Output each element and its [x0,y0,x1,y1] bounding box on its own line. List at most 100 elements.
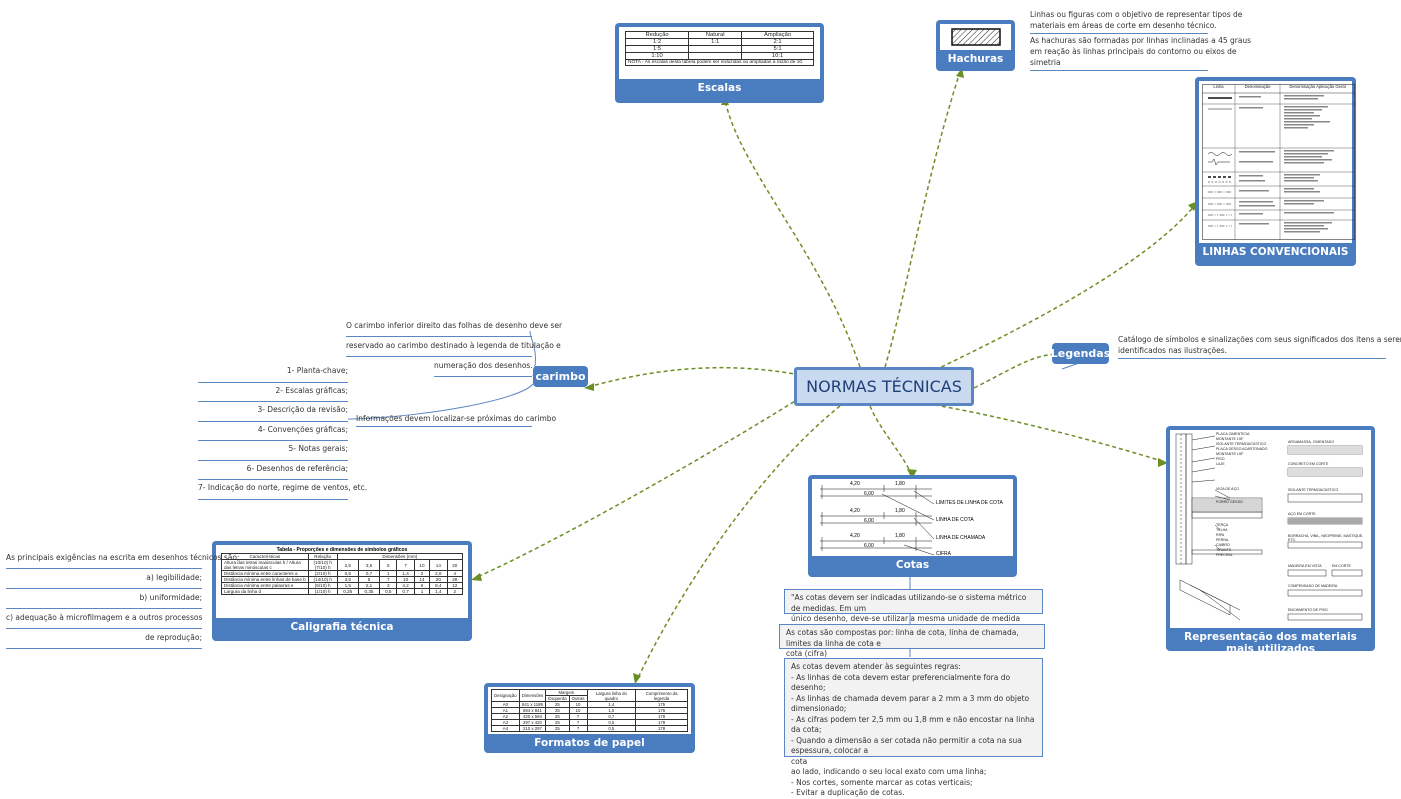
list-item: 6- Desenhos de referência; [198,461,348,480]
caligrafia-requirements: As principais exigências na escrita em d… [6,549,239,649]
table-cell: 3,5 [357,559,381,571]
escalas-caption: Escalas [697,82,742,94]
link-materiais [934,404,1166,463]
hachuras-caption: Hachuras [947,53,1004,65]
table-cell: (1/10) h [307,588,338,595]
central-topic[interactable]: NORMAS TÉCNICAS [794,367,974,406]
dim-value: 1,80 [895,508,905,514]
table-cell: 20 [446,559,464,571]
central-title: NORMAS TÉCNICAS [806,377,962,396]
material-label: PLACA GESSO ACARTONADO [1216,447,1268,451]
link-caligrafia [474,397,801,579]
link-hachuras [884,71,961,368]
list-item: de reprodução; [6,629,202,649]
cotas-label: CIFRA [936,551,951,557]
cotas-image: 4,20 1,80 6,00 4,20 1,80 6,00 4,20 1,80 … [812,479,1013,557]
table-cell: 1,4 [429,588,448,595]
cotas-note-1: "As cotas devem ser indicadas utilizando… [784,589,1043,623]
text-line: - Quando a dimensão a ser cotada não per… [791,735,1022,756]
legendas-label: Legendas [1050,347,1111,360]
material-label: ARGAMASSA, CIMENTADO [1288,440,1335,444]
legendas-node[interactable]: Legendas [1050,343,1111,364]
table-cell: Distância mínima entre linhas de base b [221,576,309,583]
carimbo-node[interactable]: carimbo [533,366,588,387]
text-line: O carimbo inferior direito das folhas de… [346,317,562,337]
cotas-note-3: As cotas devem atender às seguintes regr… [784,658,1043,797]
list-item: a) legibilidade; [6,569,202,589]
material-label: CAIBRO [1216,543,1230,547]
carimbo-label: carimbo [535,370,586,383]
table-header: Denominação [1244,84,1271,89]
table-title: Tabela - Proporções e dimensões de símbo… [276,547,408,553]
table-cell: 841 x 1189 [518,701,547,708]
text-line: ao lado, indicando o seu local exato com… [791,767,987,776]
materiais-image: PLACA CIMENTÍCIA MONTANTE LSF ISOLANTE T… [1170,430,1371,628]
table-cell: 420 x 594 [518,713,547,720]
hachuras-text-1: Linhas ou figuras com o objetivo de repr… [1030,9,1242,34]
materiais-card[interactable]: PLACA CIMENTÍCIA MONTANTE LSF ISOLANTE T… [1166,426,1375,655]
table-cell: 1:5 [624,45,690,53]
link-cotas [869,405,913,476]
cotas-label: LIMITES DE LINHA DE COTA [936,500,1003,506]
material-label: ISOLANTE TERMOACÚSTICO [1216,442,1267,446]
cotas-drawing [820,485,935,556]
link-carimbo [587,366,801,388]
material-label: COMPENSADO DE MADEIRA [1288,584,1338,588]
text-line: - As cifras podem ter 2,5 mm ou 1,8 mm e… [791,714,1035,735]
table-row: Altura das letras maiúsculas h / Altura … [221,559,464,571]
table-cell: 0,7 [396,588,415,595]
link-formatos [636,405,841,681]
table-cell: 7 [396,559,415,571]
material-label: TELHA [1216,528,1228,532]
material-label: MONTANTE LSF [1216,437,1244,441]
material-label: FRECHAL [1216,553,1233,557]
caligrafia-table-image: Tabela - Proporções e dimensões de símbo… [216,545,468,618]
text-line: materiais em áreas de corte em desenho t… [1030,21,1217,30]
cotas-card[interactable]: 4,20 1,80 6,00 4,20 1,80 6,00 4,20 1,80 … [808,475,1017,577]
material-label: MONTANTE LSF [1216,452,1244,456]
link-escalas [724,99,861,368]
table-header: Dimensões [518,689,547,702]
list-item: 3- Descrição da revisão; [198,402,348,422]
table-header: Outras [568,695,588,702]
table-cell: (10/10) h (7/10) h [307,559,338,571]
table-cell: 10 [413,559,431,571]
material-label: PERNA [1216,538,1229,542]
table-cell: 0,35 [357,588,381,595]
hachuras-text-2: As hachuras são formadas por linhas incl… [1030,35,1251,71]
table-header: Esquerda [545,695,570,702]
formatos-table-image: Designação Dimensões Margem Largura linh… [488,687,691,734]
formatos-table: Designação Dimensões Margem Largura linh… [491,689,688,732]
cotas-note-2: As cotas são compostas por: linha de cot… [779,624,1045,658]
table-cell: 10:1 [741,52,814,60]
table-cell: 2:1 [741,38,814,46]
materiais-left-labels: PLACA CIMENTÍCIA MONTANTE LSF ISOLANTE T… [1216,432,1276,558]
caligrafia-table: Características Relação Dimensões (mm) A… [221,553,464,595]
material-label: VIGA DE AÇO [1216,487,1239,491]
table-cell [688,45,743,53]
material-label: ENCHIMENTO DE PISO [1288,608,1328,612]
list-item: 4- Convenções gráficas; [198,422,348,441]
table-row: Distância mínima entre linhas de base b(… [221,576,464,583]
material-label: PISO [1216,457,1225,461]
table-header: Largura linha do quadro [586,689,637,702]
text-line: reservado ao carimbo destinado à legenda… [346,337,561,357]
formatos-card[interactable]: Designação Dimensões Margem Largura linh… [484,683,695,753]
table-cell: 594 x 841 [518,707,547,714]
table-header: Designação [491,689,520,702]
text-line: cota (cifra) [786,649,828,658]
caligrafia-card[interactable]: Tabela - Proporções e dimensões de símbo… [212,541,472,641]
linhas-card[interactable]: Linha Denominação Denominação Aplicação … [1195,77,1356,266]
text-line: cota [791,756,808,766]
hachuras-card[interactable]: Hachuras [936,20,1015,71]
table-header: Linha [1213,84,1224,89]
connector-lines [348,68,1198,684]
list-item: 2- Escalas gráficas; [198,383,348,402]
table-note: NOTA - As escalas desta tabela podem ser… [625,59,814,66]
table-cell: 297 x 420 [518,719,547,726]
material-label: FORRO GESSO [1216,500,1243,504]
carimbo-desc: O carimbo inferior direito das folhas de… [346,317,562,377]
